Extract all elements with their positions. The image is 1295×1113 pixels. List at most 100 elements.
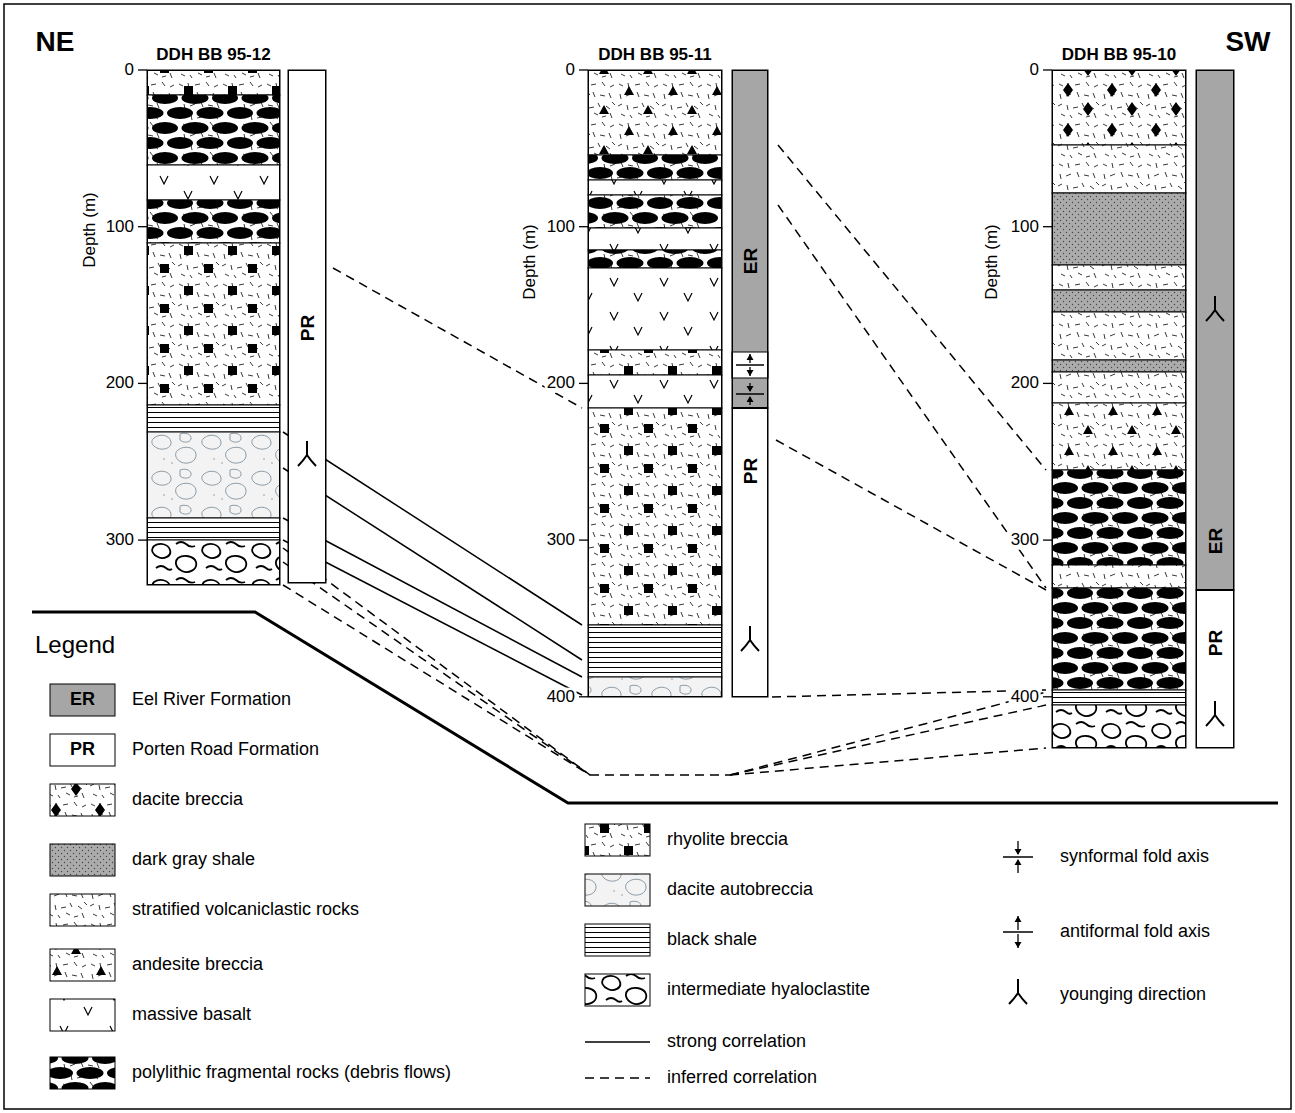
legend-pattern-swatch: [50, 784, 115, 816]
axis-title: Depth (m): [81, 192, 100, 268]
lithology-unit: [588, 268, 722, 350]
lithology-unit: [147, 165, 280, 200]
legend-title: Legend: [35, 632, 115, 658]
depth-value: 0: [564, 61, 577, 80]
depth-tick: [138, 69, 147, 70]
lithology-unit: [588, 228, 722, 250]
direction-label: SW: [1225, 27, 1270, 58]
depth-tick: [1043, 539, 1052, 540]
depth-tick: [1043, 383, 1052, 384]
lithology-unit: [1052, 70, 1186, 145]
fold-arrow-head: [747, 386, 754, 402]
legend-text: rhyolite breccia: [667, 830, 788, 850]
formation-fill: [1196, 590, 1234, 748]
lithology-unit: [588, 180, 722, 195]
fold-arrow-head: [747, 354, 754, 376]
legend-swatch: [50, 734, 115, 766]
lithology-unit: [588, 250, 722, 268]
formation-band: ER: [1196, 70, 1234, 590]
formation-band: ER: [732, 70, 768, 408]
formation-code: ER: [1206, 528, 1225, 554]
formation-band: PR: [288, 70, 326, 583]
lithology-unit: [588, 70, 722, 155]
lithology-unit: [1052, 470, 1186, 565]
drill-logs: [147, 70, 1186, 748]
drill-hole-column: DDH BB 95-11: [588, 70, 722, 697]
lithology-unit: [588, 408, 722, 625]
legend-sample: [585, 824, 650, 856]
legend-sample: [585, 1078, 650, 1079]
depth-ticks: [138, 70, 1052, 697]
lithology-unit: [1052, 265, 1186, 290]
lithology-unit: [588, 155, 722, 180]
formation-fill: [732, 408, 768, 697]
drill-hole-column: DDH BB 95-12: [147, 70, 280, 585]
depth-axis: [138, 70, 147, 540]
fold-arrow-head: [1015, 916, 1022, 948]
legend-sample: [50, 1057, 115, 1089]
formation-fill: [1196, 70, 1234, 590]
drill-hole-name: DDH BB 95-10: [1062, 45, 1176, 65]
formation-band: PR: [1196, 590, 1234, 748]
legend-pattern-swatch: [50, 1057, 115, 1089]
depth-axis: [579, 70, 588, 697]
lithology-unit: [1052, 588, 1186, 690]
lithology-unit: [147, 540, 280, 585]
formation-code: PR: [298, 315, 317, 341]
lithology-unit: [147, 518, 280, 540]
lithology-unit: [1052, 705, 1186, 748]
legend-pattern-swatch: [50, 894, 115, 926]
legend-text: stratified volcaniclastic rocks: [132, 900, 359, 920]
inferred-correlation-line: [730, 705, 1046, 775]
inferred-correlation-line: [283, 562, 590, 775]
correlation-lines: [283, 145, 1046, 775]
depth-value: 100: [1009, 217, 1041, 236]
inferred-correlation-line: [730, 692, 1046, 775]
legend-sample: [585, 874, 650, 906]
lithology-unit: [1052, 690, 1186, 705]
legend-sample: [50, 684, 115, 716]
formation-fill: [732, 70, 768, 408]
drill-hole-column: DDH BB 95-10: [1052, 70, 1186, 748]
legend-text: antiformal fold axis: [1060, 922, 1210, 942]
depth-tick: [579, 69, 588, 70]
depth-tick: [1043, 69, 1052, 70]
axis-title: Depth (m): [983, 224, 1002, 300]
legend-text: polylithic fragmental rocks (debris flow…: [132, 1063, 451, 1083]
legend-text: younging direction: [1060, 985, 1206, 1005]
inferred-correlation-line: [590, 774, 730, 776]
formation-code: PR: [1206, 630, 1225, 656]
structural-symbols: [298, 296, 1224, 726]
legend-swatch: [50, 684, 115, 716]
depth-value: 400: [545, 687, 577, 706]
legend-pattern-swatch: [50, 999, 115, 1031]
legend-sample: [50, 894, 115, 926]
fold-arrow-head: [1015, 849, 1022, 865]
depth-value: 100: [545, 217, 577, 236]
lithology-unit: [147, 432, 280, 518]
lithology-unit: [147, 70, 280, 95]
legend-sample: [1003, 841, 1033, 873]
inferred-correlation-line: [778, 145, 1046, 470]
legend-text: inferred correlation: [667, 1068, 817, 1088]
lithology-unit: [588, 195, 722, 228]
legend-text: andesite breccia: [132, 955, 263, 975]
legend-pattern-swatch: [585, 974, 650, 1006]
depth-value: 200: [104, 374, 136, 393]
formation-code: ER: [741, 248, 760, 274]
lithology-unit: [588, 375, 722, 408]
depth-tick: [579, 696, 588, 697]
formation-band: PR: [732, 408, 768, 697]
fold-axis-line: [736, 364, 764, 366]
legend-sample: [585, 924, 650, 956]
inferred-correlation-line: [333, 268, 582, 408]
legend-sample: [50, 999, 115, 1031]
legend-samples: [50, 684, 1033, 1089]
drill-hole-name: DDH BB 95-12: [156, 45, 270, 65]
younging-symbol: [741, 626, 759, 651]
depth-value: 200: [1009, 374, 1041, 393]
fold-axis-line: [1003, 856, 1033, 858]
depth-tick: [1043, 696, 1052, 697]
depth-axis: [1043, 70, 1052, 697]
